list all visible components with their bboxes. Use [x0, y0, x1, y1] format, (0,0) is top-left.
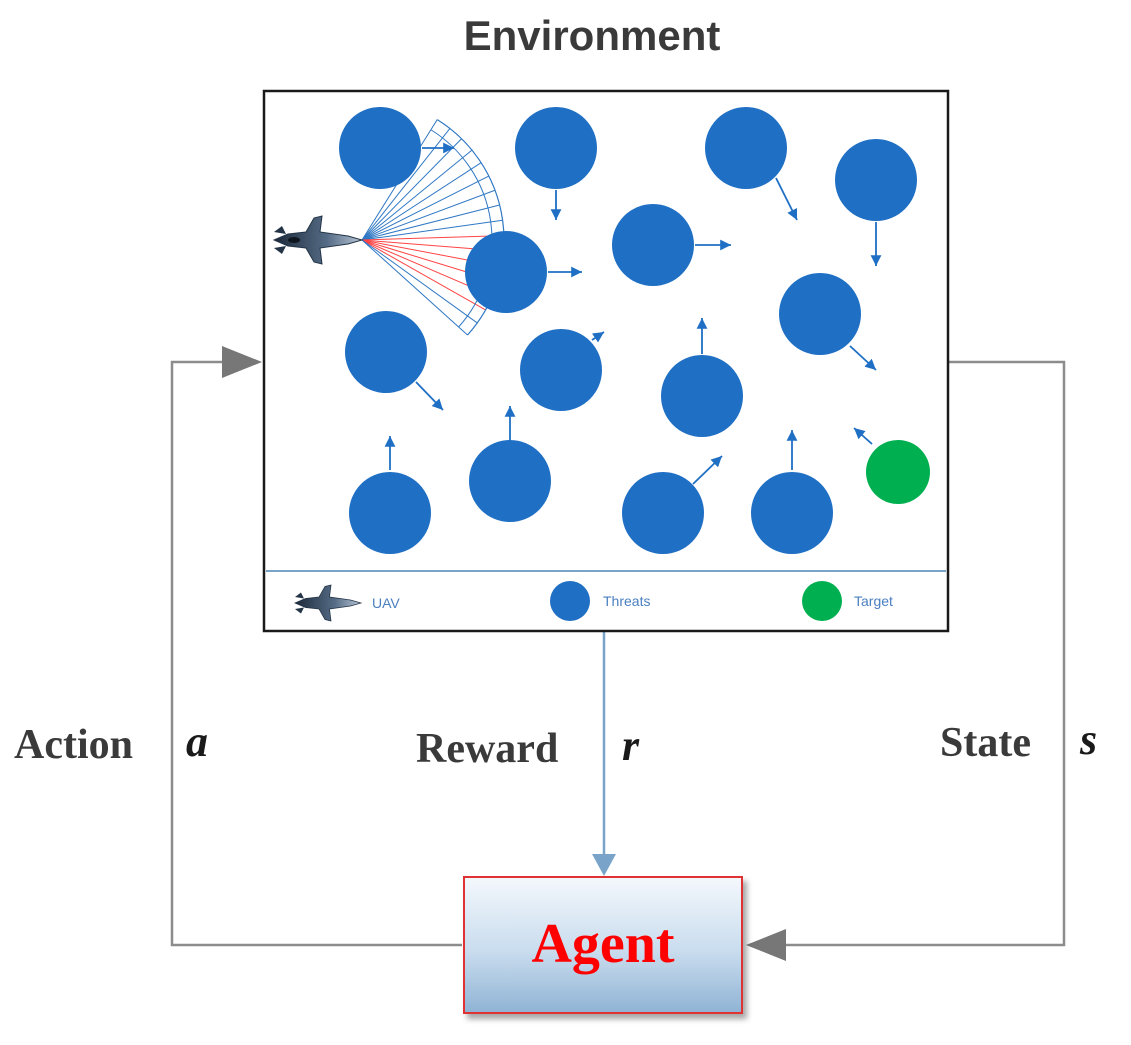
threat-circle: [339, 107, 421, 189]
reward-connector: [592, 632, 616, 876]
reward-arrowhead: [592, 854, 616, 876]
threat-circle: [779, 273, 861, 355]
sensor-ray: [361, 189, 496, 241]
sensor-ray: [361, 239, 486, 311]
sensor-ray: [361, 138, 462, 241]
agent-label: Agent: [531, 913, 674, 975]
reward-label: Reward: [416, 726, 558, 772]
sensor-ray: [361, 175, 490, 241]
threat-motion-arrow: [692, 455, 723, 485]
threat-motion-arrow: [591, 331, 605, 343]
sensor-ray: [361, 235, 504, 241]
legend-target-label: Target: [854, 593, 893, 609]
threat-circle: [349, 472, 431, 554]
threat-motion-arrow: [775, 177, 798, 221]
sensor-ray: [361, 239, 468, 336]
agent-box: Agent: [463, 876, 743, 1014]
legend-threat-icon: [550, 581, 590, 621]
legend-threats-label: Threats: [603, 593, 650, 609]
threat-circle: [705, 107, 787, 189]
threat-motion-arrow: [415, 381, 444, 411]
action-symbol: a: [186, 717, 208, 766]
uav-icon: [272, 215, 364, 265]
legend: UAV Threats Target: [294, 581, 893, 622]
threat-circle: [661, 355, 743, 437]
threat-circle: [612, 204, 694, 286]
sensor-ray: [361, 128, 451, 241]
reward-symbol: r: [622, 721, 640, 770]
threat-circle: [465, 231, 547, 313]
state-arrowhead: [746, 929, 786, 961]
threat-circle: [835, 139, 917, 221]
legend-uav-icon: [294, 584, 363, 622]
sensor-ray: [361, 149, 473, 241]
legend-uav-label: UAV: [372, 595, 400, 611]
sensor-ray: [361, 162, 482, 241]
sensor-ray: [361, 219, 503, 241]
action-arrowhead: [222, 346, 262, 378]
threat-circle: [469, 440, 551, 522]
sensor-ray: [361, 239, 478, 324]
action-connector: [170, 346, 462, 947]
state-label: State: [940, 720, 1031, 766]
state-symbol: s: [1079, 715, 1097, 764]
action-label: Action: [14, 722, 133, 768]
sensor-arc-inner: [430, 129, 493, 328]
threat-circle: [520, 329, 602, 411]
environment-title: Environment: [464, 12, 721, 59]
threat-motion-arrow: [849, 345, 877, 371]
threat-circle: [345, 311, 427, 393]
threat-circle: [515, 107, 597, 189]
state-connector: [746, 360, 1066, 961]
legend-target-icon: [802, 581, 842, 621]
threat-circle: [622, 472, 704, 554]
target-motion-arrow: [853, 427, 873, 445]
threats-layer: [339, 107, 917, 554]
threat-circle: [751, 472, 833, 554]
target-circle: [866, 440, 930, 504]
uav-sensor-fan: [361, 119, 505, 336]
sensor-ray: [361, 204, 500, 241]
